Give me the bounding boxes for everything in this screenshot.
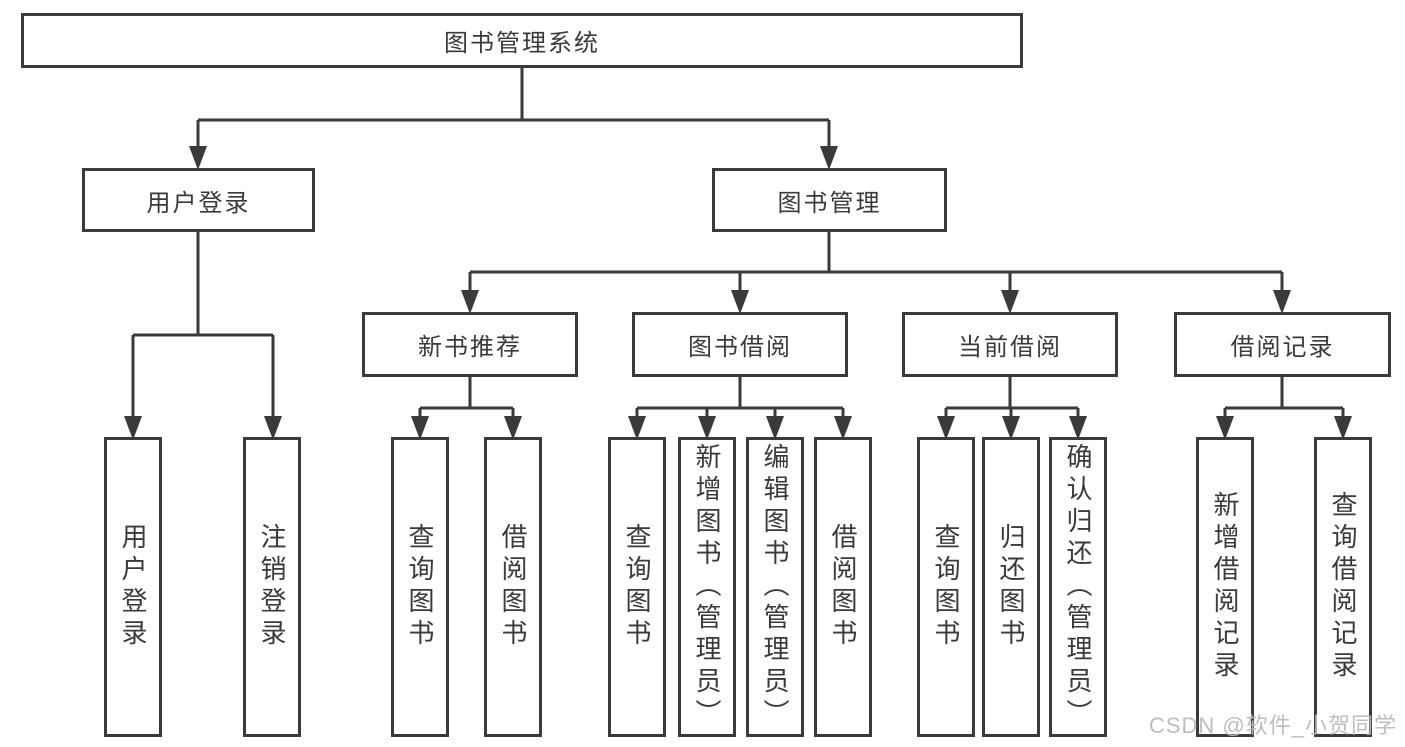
leaf-return-books: 归还图书 bbox=[982, 437, 1040, 737]
leaf-add-books-admin: 新增图书（管理员） bbox=[678, 437, 736, 737]
node-root-label: 图书管理系统 bbox=[444, 30, 600, 57]
node-current-borrow-label: 当前借阅 bbox=[958, 334, 1062, 361]
node-current-borrow: 当前借阅 bbox=[902, 312, 1118, 377]
leaf-return-books-label: 归还图书 bbox=[996, 523, 1026, 651]
leaf-query-borrow-record: 查询借阅记录 bbox=[1314, 437, 1372, 737]
node-book-borrow: 图书借阅 bbox=[632, 312, 848, 377]
leaf-query-borrow-record-label: 查询借阅记录 bbox=[1328, 491, 1358, 683]
leaf-add-books-admin-label: 新增图书（管理员） bbox=[692, 443, 722, 731]
node-borrow-records: 借阅记录 bbox=[1174, 312, 1391, 377]
leaf-edit-books-admin-label: 编辑图书（管理员） bbox=[760, 443, 790, 731]
node-new-book-recommend: 新书推荐 bbox=[362, 312, 578, 377]
leaf-user-login: 用户登录 bbox=[104, 437, 162, 737]
node-user-login: 用户登录 bbox=[82, 168, 315, 232]
leaf-add-borrow-record: 新增借阅记录 bbox=[1196, 437, 1254, 737]
leaf-logout-label: 注销登录 bbox=[257, 523, 287, 651]
node-book-borrow-label: 图书借阅 bbox=[688, 334, 792, 361]
leaf-query-books-current-label: 查询图书 bbox=[931, 523, 961, 651]
node-user-login-label: 用户登录 bbox=[146, 189, 251, 217]
leaf-query-books-newbook: 查询图书 bbox=[391, 437, 449, 737]
node-root: 图书管理系统 bbox=[21, 13, 1023, 68]
node-new-book-recommend-label: 新书推荐 bbox=[418, 334, 522, 361]
leaf-logout: 注销登录 bbox=[243, 437, 301, 737]
leaf-query-books-borrow: 查询图书 bbox=[608, 437, 666, 737]
connector-lines bbox=[131, 68, 1345, 422]
node-book-management: 图书管理 bbox=[712, 168, 947, 232]
node-book-management-label: 图书管理 bbox=[777, 189, 882, 217]
leaf-confirm-return-admin: 确认归还（管理员） bbox=[1049, 437, 1107, 737]
connector-arrowheads bbox=[124, 146, 1352, 440]
leaf-query-books-newbook-label: 查询图书 bbox=[405, 523, 435, 651]
leaf-user-login-label: 用户登录 bbox=[118, 523, 148, 651]
leaf-borrow-books-newbook: 借阅图书 bbox=[484, 437, 542, 737]
leaf-borrow-books-borrow-label: 借阅图书 bbox=[828, 523, 858, 651]
csdn-watermark: CSDN @软件_小贺同学 bbox=[1148, 713, 1397, 738]
leaf-confirm-return-admin-label: 确认归还（管理员） bbox=[1063, 443, 1093, 731]
leaf-borrow-books-borrow: 借阅图书 bbox=[814, 437, 872, 737]
leaf-edit-books-admin: 编辑图书（管理员） bbox=[746, 437, 804, 737]
leaf-query-books-current: 查询图书 bbox=[917, 437, 975, 737]
leaf-borrow-books-newbook-label: 借阅图书 bbox=[498, 523, 528, 651]
leaf-query-books-borrow-label: 查询图书 bbox=[622, 523, 652, 651]
node-borrow-records-label: 借阅记录 bbox=[1230, 334, 1335, 361]
leaf-add-borrow-record-label: 新增借阅记录 bbox=[1210, 491, 1240, 683]
